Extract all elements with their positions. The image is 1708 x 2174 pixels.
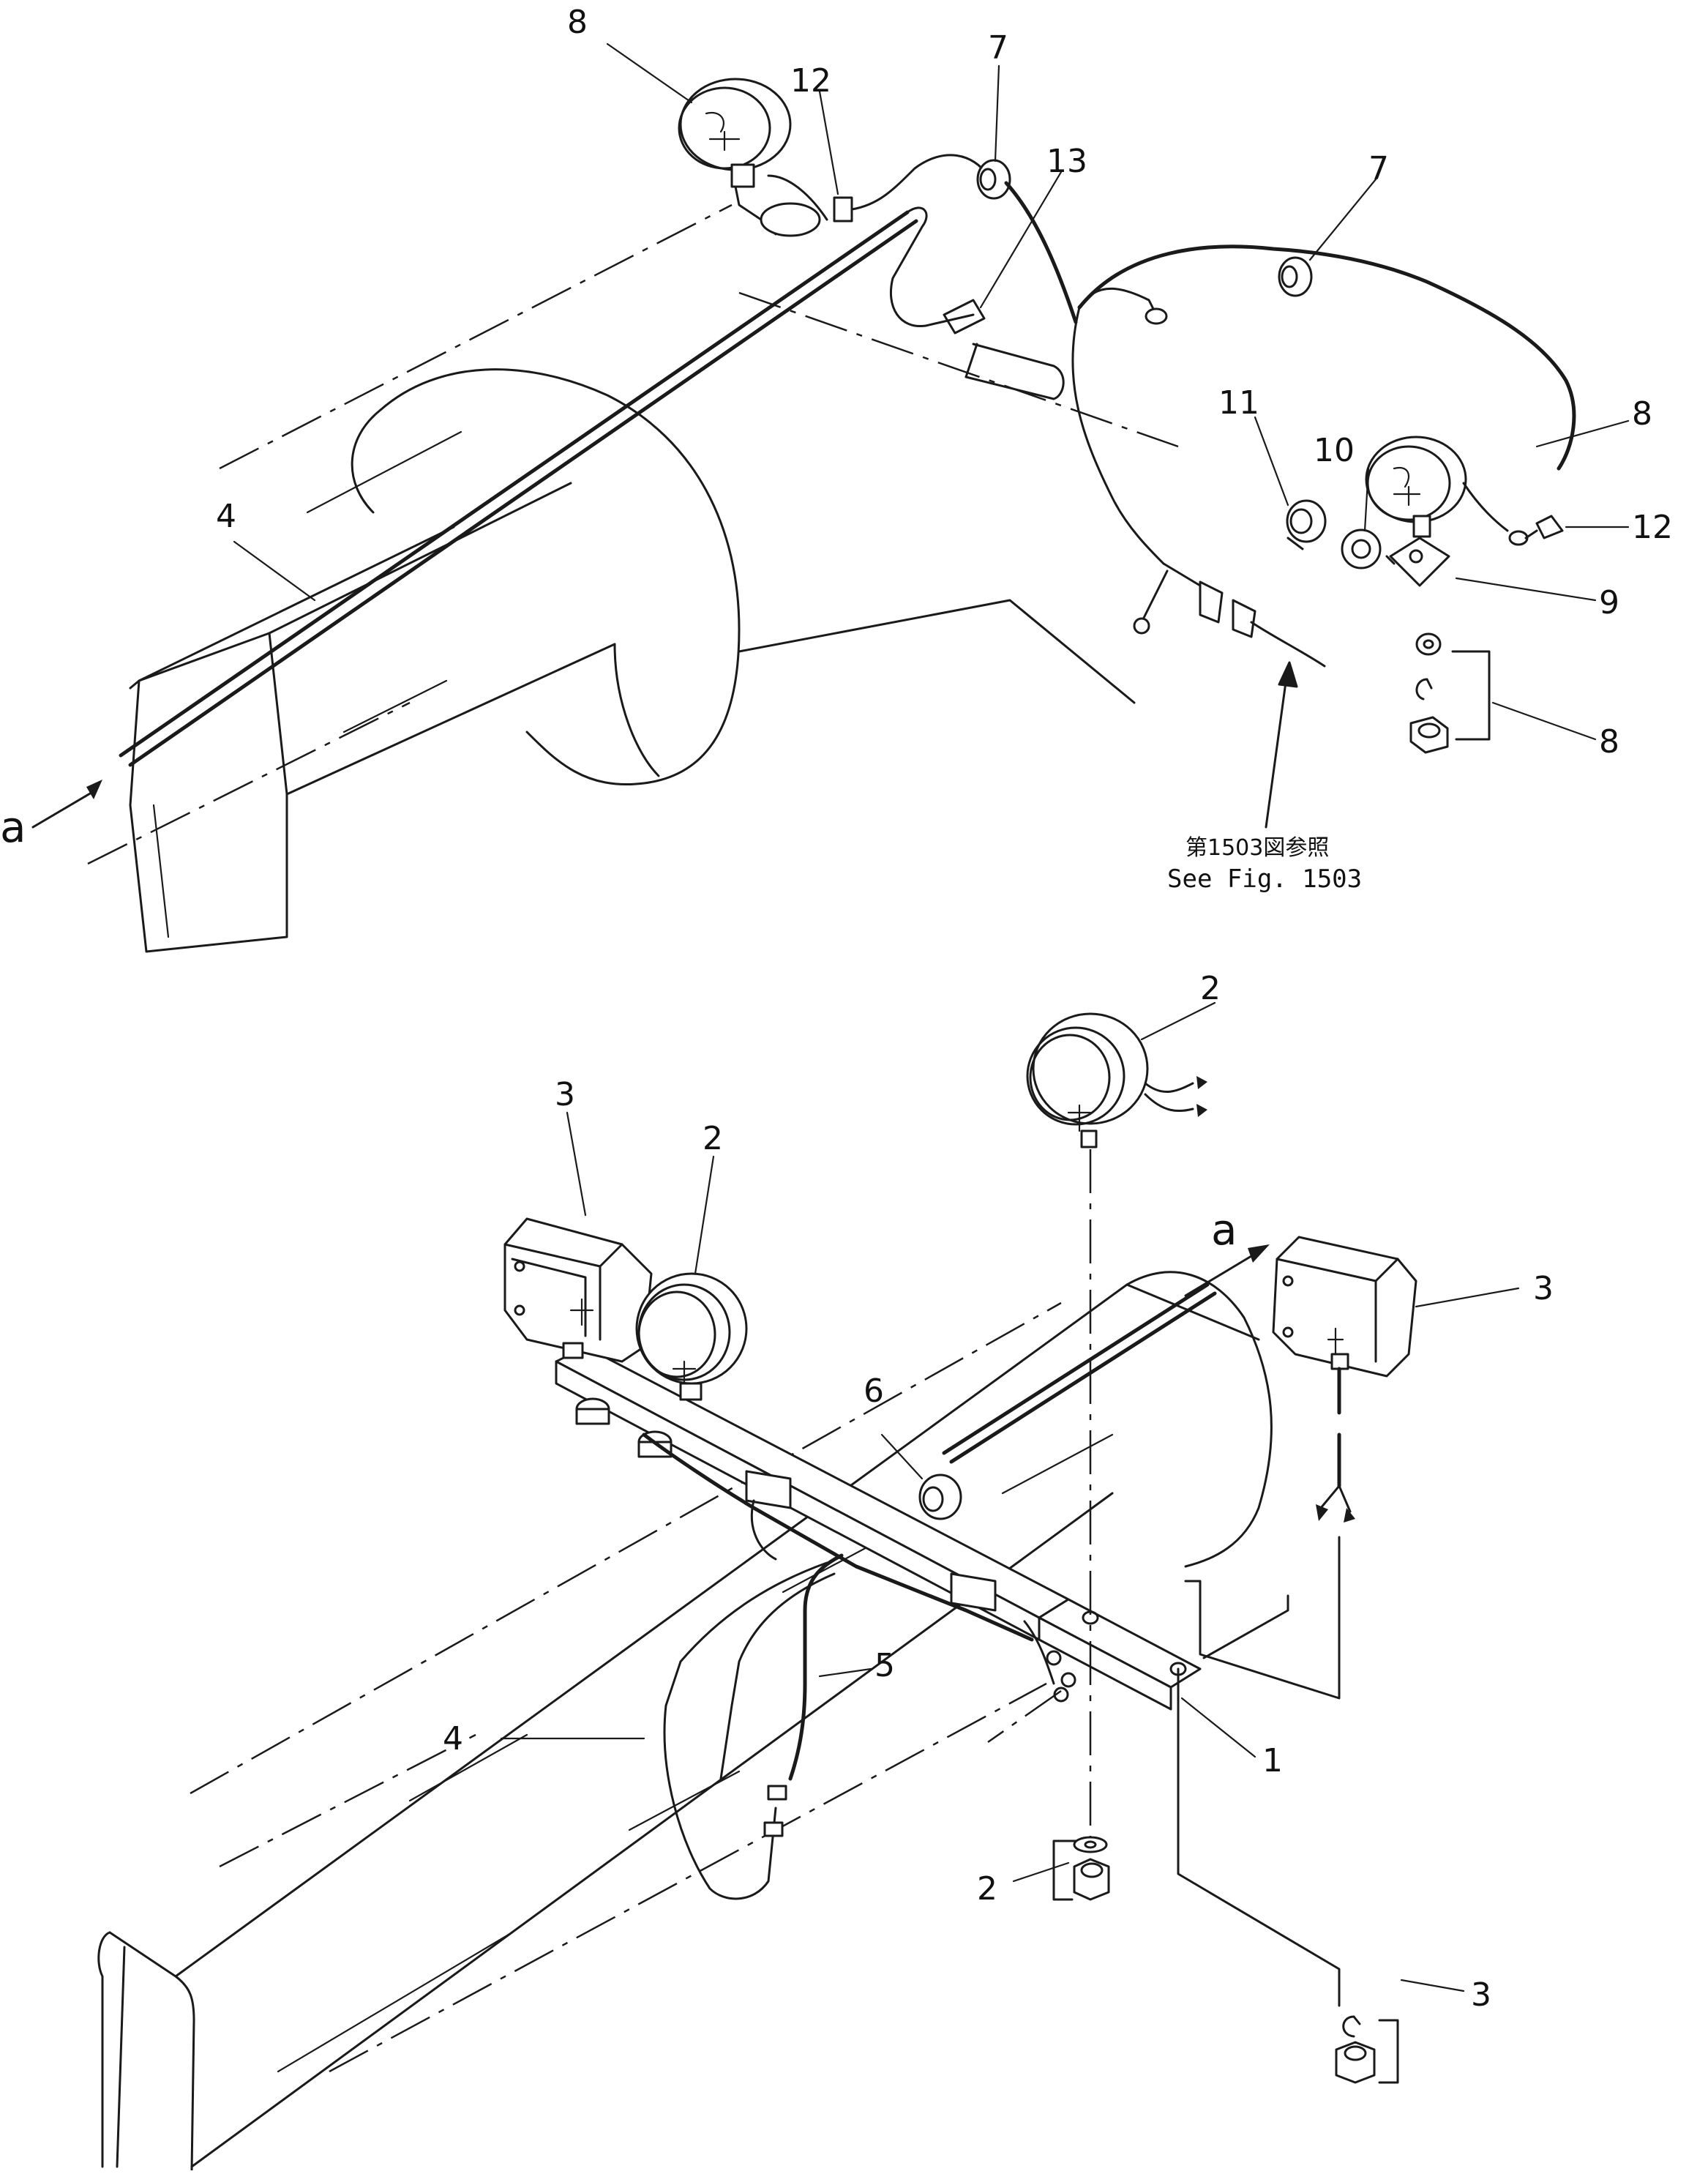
reference-note-en: See Fig. 1503 xyxy=(1167,864,1362,894)
mounting-bracket-1 xyxy=(555,1345,1202,1711)
callout-3-right: 3 xyxy=(1533,1270,1554,1307)
leader-lines-lower xyxy=(500,1001,1520,1992)
callout-12-b: 12 xyxy=(1632,509,1673,546)
flasher-lamp-3-left xyxy=(503,1217,653,1363)
lower-assembly-view: 2 3 2 a 3 6 5 4 1 2 3 xyxy=(97,970,1554,2172)
wire-upper-main xyxy=(1004,181,1078,324)
callout-6: 6 xyxy=(864,1372,884,1410)
callout-4-upper: 4 xyxy=(216,498,236,535)
callout-8-c: 8 xyxy=(1599,723,1619,761)
callout-9: 9 xyxy=(1599,584,1619,621)
callout-11: 11 xyxy=(1218,384,1259,422)
harness-5-and-loop xyxy=(642,1432,1076,1900)
callout-5: 5 xyxy=(874,1647,895,1684)
callout-13: 13 xyxy=(1046,143,1087,180)
view-arrow-a-lower xyxy=(1184,1244,1270,1297)
boom-body-upper xyxy=(87,203,1179,953)
callout-7-a: 7 xyxy=(988,29,1008,67)
upper-assembly-view: 8 12 7 13 7 11 10 8 12 9 8 4 a 第1503図参照 … xyxy=(0,4,1673,953)
fastener-group-2 xyxy=(1052,1836,1110,1901)
flasher-lamp-3-right xyxy=(1272,1236,1417,1523)
work-lamp-2-left xyxy=(635,1272,748,1401)
arrow-label-a-upper: a xyxy=(0,802,26,852)
spacer-10 xyxy=(1341,528,1382,569)
leader-lines-upper xyxy=(233,42,1630,741)
reference-note: 第1503図参照 See Fig. 1503 xyxy=(1167,835,1362,894)
callouts-upper: 8 12 7 13 7 11 10 8 12 9 8 4 a xyxy=(0,4,1673,852)
work-lamp-8-right xyxy=(1365,436,1564,546)
callout-3-bottom: 3 xyxy=(1471,1976,1491,2014)
clip-12-upper xyxy=(833,154,989,223)
boom-body-lower xyxy=(97,1271,1273,2172)
fastener-group-upper xyxy=(1409,632,1491,754)
reference-arrow xyxy=(1265,661,1298,829)
work-lamp-2-top xyxy=(1026,1012,1207,1148)
work-lamp-8-upper-left xyxy=(678,78,828,237)
callout-3-left: 3 xyxy=(555,1076,575,1113)
connector-13 xyxy=(943,299,1065,400)
view-arrow-a-upper xyxy=(31,780,102,829)
grommet-7-upper xyxy=(976,159,1011,200)
callout-10: 10 xyxy=(1314,432,1355,469)
assembly-centerlines xyxy=(987,1149,1341,2007)
bracket-9 xyxy=(1385,537,1450,587)
fastener-group-3 xyxy=(1335,2015,1399,2084)
callout-1: 1 xyxy=(1262,1742,1283,1779)
reference-note-jp: 第1503図参照 xyxy=(1186,835,1329,861)
harness-rod-upper xyxy=(119,206,975,767)
grommet-6 xyxy=(918,1473,962,1520)
clamp-11 xyxy=(1286,499,1327,550)
wire-loop-right xyxy=(1071,244,1576,565)
callout-7-b: 7 xyxy=(1368,150,1389,187)
arrow-label-a-lower: a xyxy=(1211,1205,1237,1255)
callout-12-a: 12 xyxy=(790,62,831,100)
callout-8-a: 8 xyxy=(567,4,588,41)
callout-4-lower: 4 xyxy=(443,1720,463,1757)
callout-2-bottom: 2 xyxy=(977,1870,997,1908)
callout-2-top: 2 xyxy=(1200,970,1221,1007)
callout-2-left: 2 xyxy=(703,1120,723,1157)
callout-8-b: 8 xyxy=(1632,395,1652,433)
callouts-lower: 2 3 2 a 3 6 5 4 1 2 3 xyxy=(443,970,1554,2014)
connector-plug-upper xyxy=(1133,562,1326,668)
grommet-7-right xyxy=(1278,256,1313,297)
harness-rod-lower xyxy=(942,1282,1217,1464)
